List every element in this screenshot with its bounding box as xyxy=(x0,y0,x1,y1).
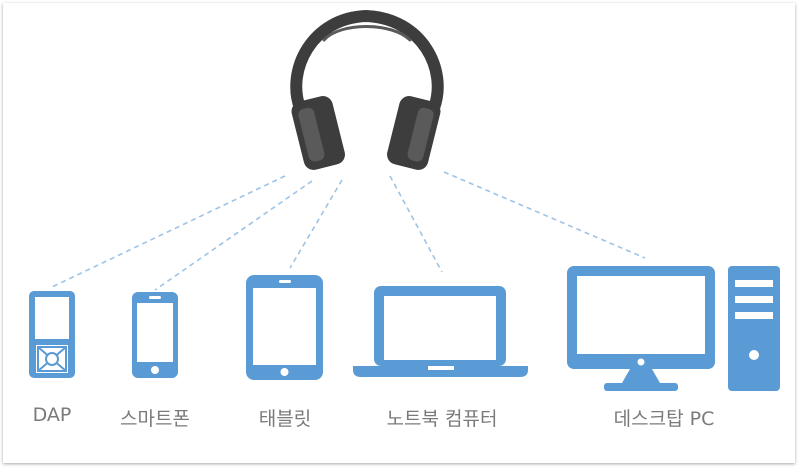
device-label-tablet: 태블릿 xyxy=(258,408,312,430)
headphones-icon xyxy=(290,9,444,170)
device-label-desktop: 데스크탑 PC xyxy=(613,408,715,430)
connector-desktop xyxy=(443,171,646,259)
device-label-dap: DAP xyxy=(32,404,72,426)
connector-tablet xyxy=(289,179,343,269)
connector-smartphone xyxy=(154,180,313,291)
device-label-smartphone: 스마트폰 xyxy=(120,408,190,430)
desktop-pc-icon xyxy=(567,266,780,391)
connector-laptop xyxy=(389,175,443,273)
tablet-icon xyxy=(246,275,323,380)
connectors xyxy=(51,171,646,291)
dap-icon xyxy=(29,291,75,378)
laptop-icon xyxy=(353,286,528,377)
connector-dap xyxy=(51,175,286,288)
smartphone-icon xyxy=(132,292,178,378)
device-label-laptop: 노트북 컴퓨터 xyxy=(386,408,498,430)
